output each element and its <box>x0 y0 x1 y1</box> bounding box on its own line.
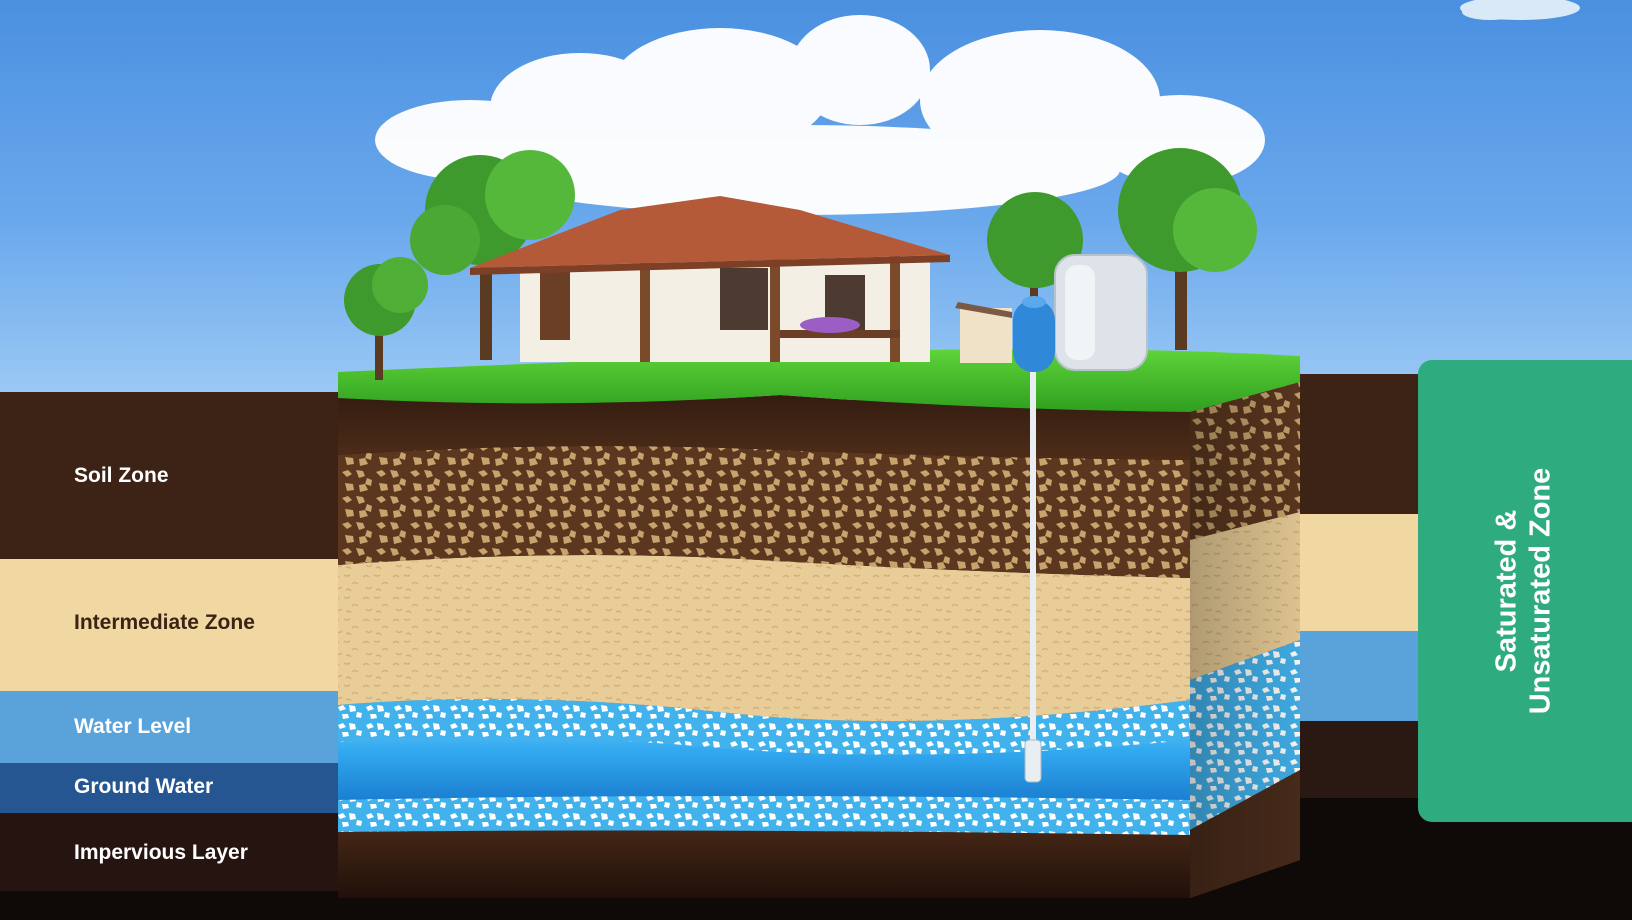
zone-summary-text: Saturated & Unsaturated Zone <box>1440 360 1606 822</box>
soil-pebble-layer <box>338 446 1190 578</box>
groundwater-foam-layer <box>338 786 1190 835</box>
zone-summary-card <box>1418 360 1632 822</box>
topsoil-layer <box>338 390 1190 460</box>
intermediate-zone-label: Intermediate Zone <box>74 611 255 634</box>
ground-water-label: Ground Water <box>74 775 214 798</box>
intermediate-zone-band: Intermediate Zone <box>0 559 340 691</box>
tree-icon <box>1118 148 1257 350</box>
impervious-layer-band: Impervious Layer <box>0 813 340 891</box>
intermediate-sand-layer <box>338 555 1190 722</box>
soil-zone-band: Soil Zone <box>0 392 340 559</box>
well-pipe-icon <box>1024 372 1042 783</box>
zone-title-line1: Saturated & <box>1490 509 1522 673</box>
impervious-layer-label: Impervious Layer <box>74 841 248 864</box>
right-intermediate-band <box>1280 514 1440 631</box>
grass-surface <box>338 348 1300 412</box>
water-level-label: Water Level <box>74 715 192 738</box>
right-water-band <box>1280 631 1440 721</box>
right-deep-band <box>1280 721 1440 798</box>
zone-title-line2: Unsaturated Zone <box>1524 467 1556 715</box>
right-soil-band <box>1280 374 1440 514</box>
tree-icon <box>344 257 428 380</box>
ground-water-band: Ground Water <box>0 763 340 813</box>
tree-icon <box>410 150 575 360</box>
water-surface-foam <box>338 698 1190 755</box>
water-tank-icon <box>1013 254 1148 372</box>
house-icon <box>470 196 1012 363</box>
water-level-band: Water Level <box>0 691 340 763</box>
impervious-layer-cross-section <box>338 820 1190 898</box>
cloud-icon <box>375 15 1265 215</box>
soil-zone-label: Soil Zone <box>74 464 169 487</box>
cloud-icon <box>1460 0 1580 20</box>
